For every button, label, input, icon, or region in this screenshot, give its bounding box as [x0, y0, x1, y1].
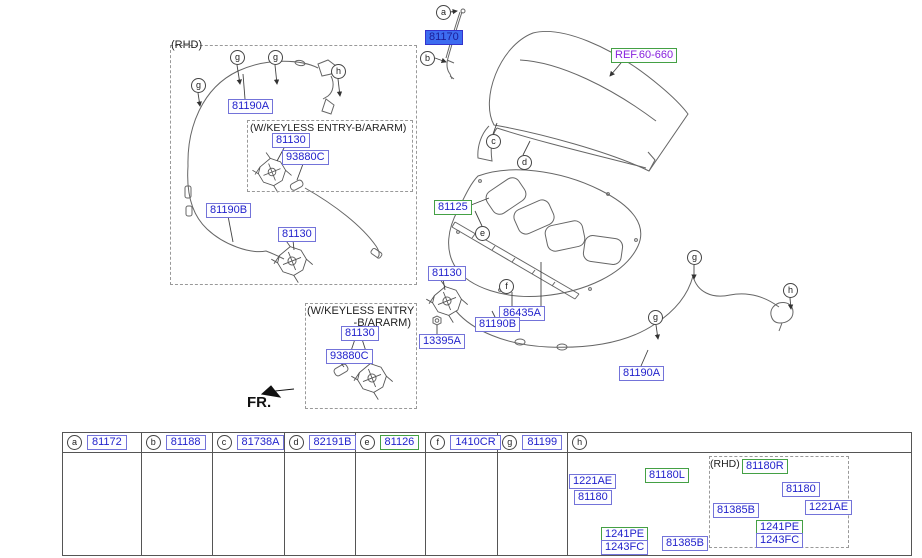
insulator-pad-drawing	[448, 169, 642, 297]
legend-column-h: h	[568, 433, 911, 555]
callout-g: g	[687, 250, 702, 265]
callout-b: b	[420, 51, 435, 66]
part-label-81738A[interactable]: 81738A	[236, 435, 285, 450]
keyless-group-box-1	[247, 120, 413, 192]
part-label-81180[interactable]: 81180	[782, 482, 820, 497]
part-label-1410CR[interactable]: 1410CR	[450, 435, 501, 450]
callout-c: c	[486, 134, 501, 149]
hood-panel-drawing	[477, 31, 689, 172]
legend-column-c: c 81738A	[212, 433, 285, 555]
callout-c: c	[216, 435, 232, 450]
callout-g: g	[648, 310, 663, 325]
rhd-note: (RHD)	[171, 39, 203, 51]
legend-column-g: g 81199	[498, 433, 569, 555]
part-label-81190A[interactable]: 81190A	[619, 366, 665, 381]
callout-h: h	[572, 435, 588, 450]
callout-h: h	[783, 283, 798, 298]
part-label-81385B[interactable]: 81385B	[713, 503, 759, 518]
callout-f: f	[430, 435, 446, 450]
part-label-ref-60-660[interactable]: REF.60-660	[611, 48, 678, 63]
part-label-93880C[interactable]: 93880C	[282, 150, 329, 165]
callout-d: d	[517, 155, 532, 170]
callout-f: f	[499, 279, 514, 294]
part-label-81188[interactable]: 81188	[165, 435, 206, 450]
fr-label: FR.	[247, 394, 272, 411]
legend-h-rhd-note: (RHD)	[710, 458, 740, 470]
rhd-group-box	[170, 45, 417, 285]
part-label-81172[interactable]: 81172	[87, 435, 127, 450]
part-label-1243FC[interactable]: 1243FC	[601, 540, 649, 555]
part-label-81170-selected[interactable]: 81170	[425, 30, 463, 45]
part-label-1241PE[interactable]: 1241PE	[601, 527, 649, 542]
callout-e: e	[359, 435, 375, 450]
part-label-81190B[interactable]: 81190B	[475, 317, 521, 332]
callout-g: g	[502, 435, 518, 450]
part-label-93880C[interactable]: 93880C	[326, 349, 373, 364]
callout-a: a	[436, 5, 451, 20]
legend-column-a: a 81172	[63, 433, 142, 555]
callout-d: d	[288, 435, 304, 450]
keyless-cable-drawing	[289, 179, 383, 259]
part-label-81180R[interactable]: 81180R	[742, 459, 788, 474]
callout-g: g	[268, 50, 283, 65]
part-label-81125[interactable]: 81125	[434, 200, 472, 215]
callout-h: h	[331, 64, 346, 79]
part-label-1221AE[interactable]: 1221AE	[569, 474, 617, 489]
part-label-81199[interactable]: 81199	[522, 435, 563, 450]
part-label-81126[interactable]: 81126	[379, 435, 420, 450]
callout-g: g	[230, 50, 245, 65]
legend-column-b: b 81188	[141, 433, 213, 555]
legend-column-f: f 1410CR	[426, 433, 501, 555]
part-label-1243FC[interactable]: 1243FC	[756, 533, 804, 548]
callout-g: g	[191, 78, 206, 93]
part-label-81130[interactable]: 81130	[272, 133, 310, 148]
keyless-note-2-line1: (W/KEYLESS ENTRY	[307, 305, 415, 317]
legend-column-d: d 82191B	[284, 433, 357, 555]
callout-e: e	[475, 226, 490, 241]
callout-a: a	[67, 435, 82, 450]
prop-rod-drawing	[445, 8, 466, 80]
nut-drawing	[432, 315, 442, 326]
legend-column-e: e 81126	[355, 433, 427, 555]
keyless-note-2: (W/KEYLESS ENTRY -B/ARARM)	[307, 305, 415, 329]
part-label-81130[interactable]: 81130	[428, 266, 466, 281]
weatherstrip-drawing	[451, 221, 580, 300]
part-label-81190B[interactable]: 81190B	[206, 203, 252, 218]
part-label-13395A[interactable]: 13395A	[419, 334, 465, 349]
part-label-81180[interactable]: 81180	[574, 490, 612, 505]
part-label-82191B[interactable]: 82191B	[308, 435, 357, 450]
fr-arrow	[260, 385, 295, 398]
part-label-81130[interactable]: 81130	[341, 326, 379, 341]
part-label-81180L[interactable]: 81180L	[645, 468, 689, 483]
part-label-81130[interactable]: 81130	[278, 227, 316, 242]
callout-b: b	[145, 435, 161, 450]
legend-table: a 81172 b 81188 c 81738A d 82191B e 81126 f 14…	[62, 432, 912, 556]
keyless-note-1: (W/KEYLESS ENTRY-B/ARARM)	[250, 122, 407, 134]
part-label-1221AE[interactable]: 1221AE	[805, 500, 853, 515]
part-label-81385B[interactable]: 81385B	[662, 536, 708, 551]
keyless-group-box-2	[305, 303, 417, 409]
part-label-81190A[interactable]: 81190A	[228, 99, 274, 114]
actuator-drawing	[333, 363, 349, 377]
